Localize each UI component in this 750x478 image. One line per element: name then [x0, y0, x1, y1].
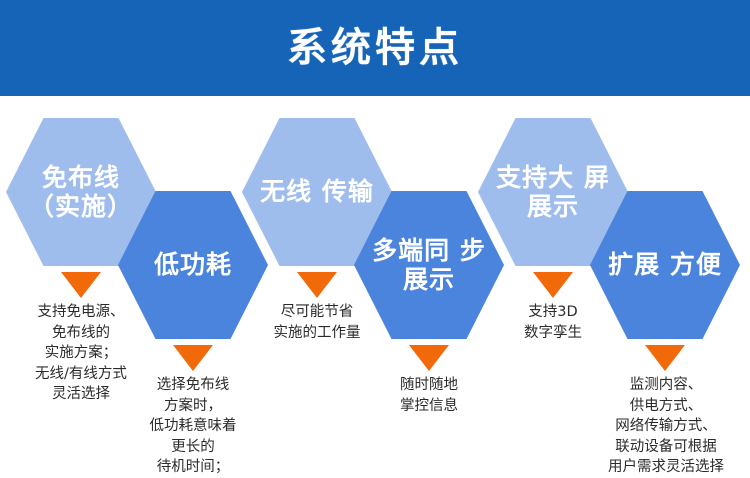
feature-group-1: 免布线 （实施） 支持免电源、 免布线的 实施方案； 无线/有线方式 灵活选择 [6, 96, 156, 477]
feature-group-3: 无线 传输 尽可能节省 实施的工作量 [242, 96, 392, 477]
feature-caption-2: 选择免布线 方案时， 低功耗意味着 更长的 待机时间； [149, 377, 237, 476]
down-triangle-icon-4 [409, 345, 449, 371]
feature-caption-3: 尽可能节省 实施的工作量 [273, 304, 361, 341]
page-header-banner: 系统特点 [0, 0, 750, 96]
feature-title-3: 无线 传输 [260, 177, 374, 207]
feature-group-6: 扩展 方便 监测内容、 供电方式、 网络传输方式、 联动设备可根据 用户需求灵活… [590, 96, 740, 477]
feature-caption-5: 支持3D 数字孪生 [524, 304, 582, 341]
feature-title-4: 多端同 步展示 [372, 235, 486, 295]
feature-hexagon-3[interactable]: 无线 传输 [242, 118, 392, 266]
feature-title-5: 支持大 屏展示 [496, 162, 610, 222]
feature-hexagon-1[interactable]: 免布线 （实施） [6, 118, 156, 266]
feature-hexagon-diagram: 免布线 （实施） 支持免电源、 免布线的 实施方案； 无线/有线方式 灵活选择 … [0, 96, 750, 477]
page-title: 系统特点 [287, 25, 463, 71]
feature-caption-4: 随时随地 掌控信息 [400, 377, 458, 414]
feature-title-2: 低功耗 [153, 250, 232, 280]
feature-caption-6: 监测内容、 供电方式、 网络传输方式、 联动设备可根据 用户需求灵活选择 [608, 377, 724, 476]
feature-group-4: 多端同 步展示 随时随地 掌控信息 [354, 96, 504, 477]
feature-title-6: 扩展 方便 [608, 250, 722, 280]
down-triangle-icon-6 [645, 345, 685, 371]
feature-caption-1: 支持免电源、 免布线的 实施方案； 无线/有线方式 灵活选择 [35, 304, 127, 403]
down-triangle-icon-1 [61, 272, 101, 298]
feature-group-2: 低功耗 选择免布线 方案时， 低功耗意味着 更长的 待机时间； [118, 96, 268, 477]
down-triangle-icon-5 [533, 272, 573, 298]
down-triangle-icon-2 [173, 345, 213, 371]
feature-title-1: 免布线 （实施） [28, 162, 133, 222]
down-triangle-icon-3 [297, 272, 337, 298]
feature-hexagon-6[interactable]: 扩展 方便 [590, 191, 740, 339]
